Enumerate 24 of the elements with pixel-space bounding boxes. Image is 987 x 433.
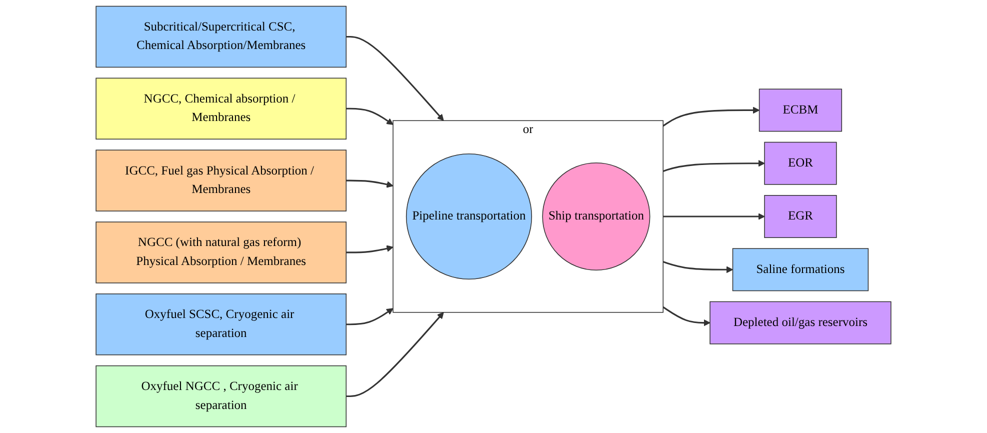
node-circle: Ship transportation [542, 162, 650, 271]
node-box: Saline formations [732, 248, 869, 292]
node-box: NGCC (with natural gas reform) Physical Absorption / Membranes [96, 222, 347, 284]
arrow [662, 306, 710, 326]
node-box: EGR [764, 195, 837, 238]
arrow [662, 160, 765, 172]
node-box: EOR [764, 142, 837, 185]
node-circle: Pipeline transportation [406, 153, 532, 280]
arrow [663, 213, 765, 220]
node-box: Depleted oil/gas reservoirs [710, 301, 892, 344]
node-box: Subcritical/Supercritical CSC, Chemical Absorption/Membranes [96, 6, 347, 68]
node-box: Oxyfuel SCSC, Cryogenic air separation [96, 293, 347, 356]
arrow [662, 261, 734, 274]
arrow [346, 312, 444, 398]
arrow [346, 308, 394, 326]
node-box: NGCC, Chemical absorption / Membranes [96, 78, 347, 140]
arrow [346, 108, 394, 125]
node-box: ECBM [758, 88, 842, 132]
arrow [346, 245, 394, 254]
node-box: IGCC, Fuel gas Physical Absorption / Membranes [96, 150, 347, 212]
arrow [346, 36, 444, 121]
node-box: Oxyfuel NGCC , Cryogenic air separation [96, 365, 347, 428]
arrow [662, 106, 760, 127]
arrow [346, 180, 394, 188]
